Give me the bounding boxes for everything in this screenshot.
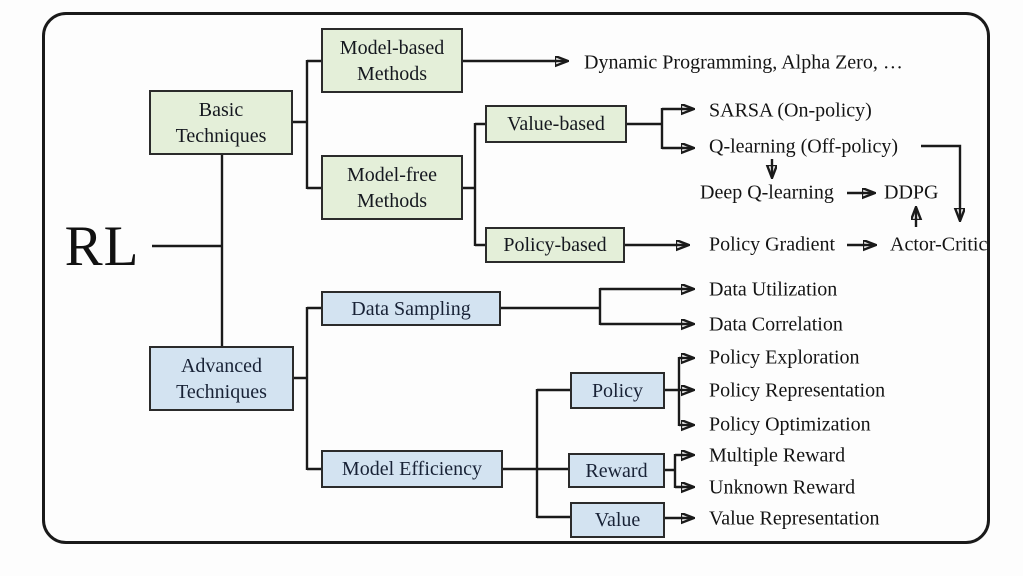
- node-basic-techniques: Basic Techniques: [149, 90, 293, 155]
- leaf-data-utilization: Data Utilization: [709, 278, 838, 301]
- leaf-value-representation: Value Representation: [709, 507, 880, 530]
- leaf-policy-exploration: Policy Exploration: [709, 346, 860, 369]
- edge-valuebased-bracket: [627, 108, 664, 149]
- root-node-rl: RL: [64, 214, 140, 278]
- leaf-policy-gradient: Policy Gradient: [709, 233, 836, 256]
- leaf-actor-critic: Actor-Critic: [890, 233, 988, 256]
- edge-datasampling-bracket: [501, 288, 602, 325]
- node-value: Value: [570, 502, 665, 538]
- edge-policy-bracket: [665, 357, 681, 426]
- node-reward: Reward: [568, 453, 665, 488]
- edge-modelefficiency-children: [503, 388, 570, 519]
- node-model-based-methods: Model-based Methods: [321, 28, 463, 93]
- edge-advanced-children: [294, 306, 321, 471]
- leaf-sarsa: SARSA (On-policy): [709, 99, 872, 122]
- leaf-policy-representation: Policy Representation: [709, 379, 886, 402]
- leaf-q-learning: Q-learning (Off-policy): [709, 135, 899, 158]
- diagram-border: [42, 12, 990, 544]
- node-advanced-techniques: Advanced Techniques: [149, 346, 294, 411]
- leaf-deep-q-learning: Deep Q-learning: [700, 181, 834, 204]
- node-data-sampling: Data Sampling: [321, 291, 501, 326]
- leaf-multiple-reward: Multiple Reward: [709, 444, 846, 467]
- leaf-data-correlation: Data Correlation: [709, 313, 843, 336]
- leaf-dynamic-programming: Dynamic Programming, Alpha Zero, …: [584, 51, 903, 74]
- arrow-qlearning-actorcritic: [921, 144, 960, 219]
- edge-basic-children: [293, 59, 321, 190]
- leaf-policy-optimization: Policy Optimization: [709, 413, 871, 436]
- edge-reward-bracket: [665, 454, 677, 488]
- edge-modelfree-children: [463, 122, 485, 247]
- node-model-efficiency: Model Efficiency: [321, 450, 503, 488]
- node-model-free-methods: Model-free Methods: [321, 155, 463, 220]
- leaf-ddpg: DDPG: [884, 181, 939, 204]
- node-policy: Policy: [570, 372, 665, 409]
- node-value-based: Value-based: [485, 105, 627, 143]
- leaf-unknown-reward: Unknown Reward: [709, 476, 856, 499]
- node-policy-based: Policy-based: [485, 227, 625, 263]
